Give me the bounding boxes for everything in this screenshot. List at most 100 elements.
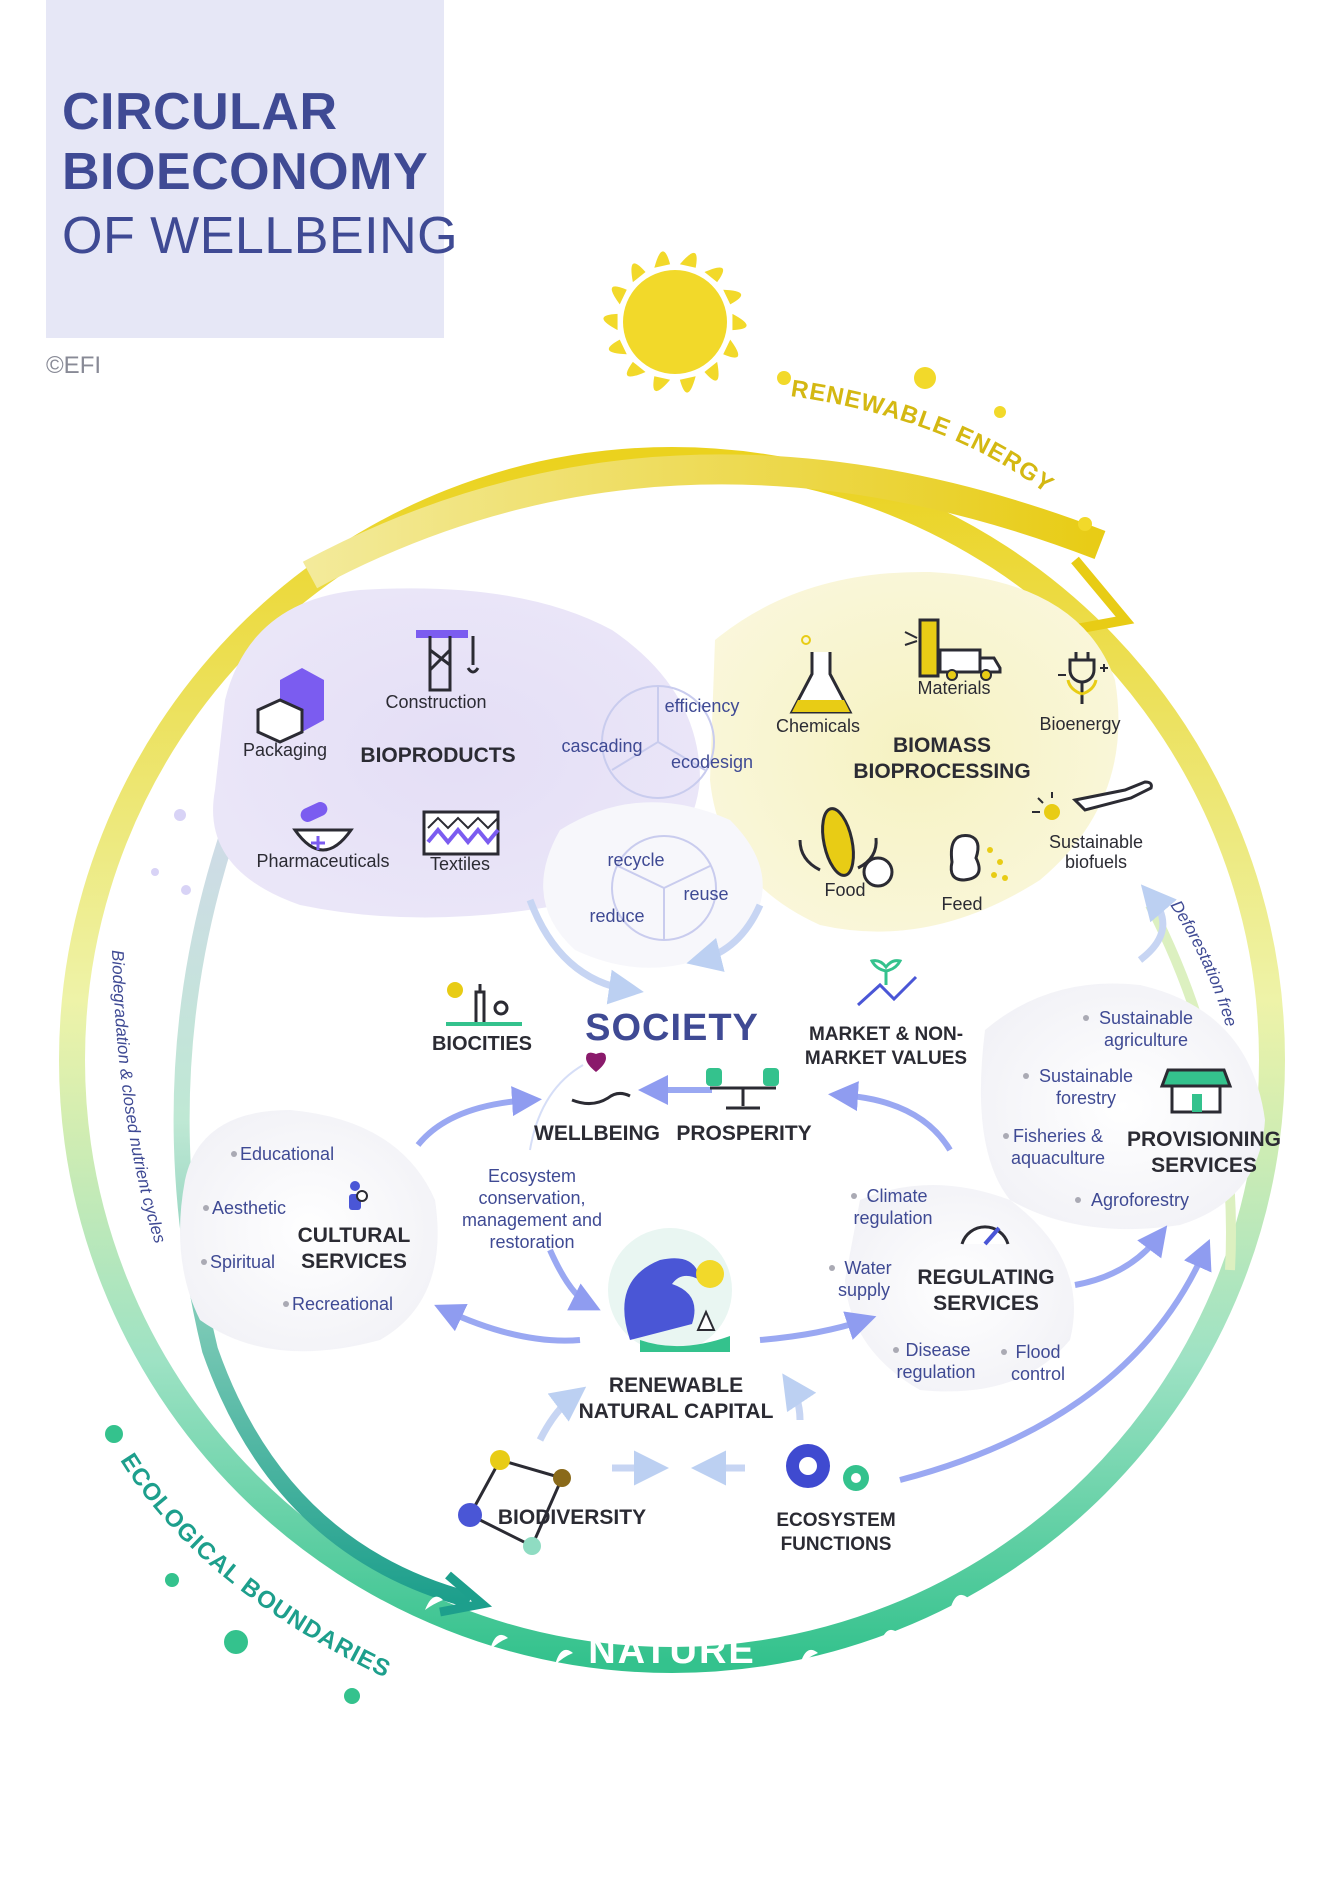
- regulating-items: Climate regulation Water supply Disease …: [838, 1186, 1065, 1384]
- reduce-label: reduce: [589, 906, 644, 926]
- market-values-label-2: MARKET VALUES: [805, 1048, 967, 1069]
- principles-bottom-circle: [611, 835, 717, 941]
- pharmaceuticals-label: Pharmaceuticals: [256, 851, 389, 871]
- provisioning-bullets: [1003, 1015, 1089, 1203]
- materials-label: Materials: [917, 678, 990, 698]
- provisioning-fisheries-2: aquaculture: [1011, 1148, 1105, 1168]
- bioenergy-label: Bioenergy: [1039, 714, 1120, 734]
- cultural-spiritual: Spiritual: [210, 1252, 275, 1272]
- cascading-label: cascading: [561, 736, 642, 756]
- regulating-water-2: supply: [838, 1280, 890, 1300]
- sun-ray: [679, 252, 697, 268]
- construction-label: Construction: [385, 692, 486, 712]
- title-line-1: CIRCULAR: [62, 83, 338, 141]
- bioproducts-labels: Construction Packaging Pharmaceuticals T…: [243, 692, 490, 874]
- biodiversity-label: BIODIVERSITY: [498, 1506, 646, 1529]
- biocities-label: BIOCITIES: [432, 1033, 532, 1055]
- sun-ray: [723, 289, 742, 305]
- cultural-title-2: SERVICES: [301, 1250, 407, 1273]
- cultural-items: Educational Aesthetic Spiritual Recreati…: [210, 1144, 393, 1314]
- feed-chicken-icon: [949, 834, 1008, 882]
- renewable-energy-arc: [302, 454, 1106, 589]
- reuse-label: reuse: [683, 884, 728, 904]
- regulating-title-1: REGULATING: [917, 1266, 1054, 1289]
- cultural-person-icon: [349, 1181, 368, 1210]
- ecosystem-functions-label-1: ECOSYSTEM: [776, 1510, 895, 1531]
- cultural-title-1: CULTURAL: [298, 1224, 411, 1247]
- sun-ray: [679, 376, 696, 393]
- textiles-label: Textiles: [430, 854, 490, 874]
- natural-capital-title-2: NATURAL CAPITAL: [579, 1400, 774, 1423]
- provisioning-area: [980, 983, 1265, 1230]
- packaging-label: Packaging: [243, 740, 327, 760]
- nature-leaves: [425, 1594, 968, 1665]
- title-line-2: BIOECONOMY: [62, 143, 429, 201]
- provisioning-forestry-1: Sustainable: [1039, 1066, 1133, 1086]
- wellbeing-label: WELLBEING: [534, 1122, 660, 1145]
- provisioning-title-1: PROVISIONING: [1127, 1128, 1281, 1151]
- biofuels-plane-icon: [1032, 780, 1153, 820]
- biodegradation-label: Biodegradation & closed nutrient cycles: [108, 950, 170, 1246]
- society-title: SOCIETY: [585, 1007, 759, 1049]
- cultural-recreational: Recreational: [292, 1294, 393, 1314]
- ecosystem-gears-icon: [786, 1444, 869, 1491]
- provisioning-agroforestry: Agroforestry: [1091, 1190, 1189, 1210]
- crane-icon: [416, 630, 480, 692]
- sun-ray: [631, 263, 646, 283]
- sustainable-biofuels-label-1: Sustainable: [1049, 832, 1143, 852]
- market-values-icon: [856, 959, 918, 1007]
- title-line-3: OF WELLBEING: [62, 207, 459, 265]
- market-values-label-1: MARKET & NON-: [809, 1024, 963, 1045]
- bioenergy-plug-icon: [1058, 652, 1108, 704]
- nutrient-arrowhead: [439, 1571, 493, 1617]
- copyright: ©EFI: [46, 352, 102, 379]
- diagram-title: CIRCULAR BIOECONOMY OF WELLBEING: [62, 86, 458, 262]
- provisioning-title-2: SERVICES: [1151, 1154, 1257, 1177]
- biomass-title-2: BIOPROCESSING: [853, 760, 1030, 783]
- provisioning-agriculture-2: agriculture: [1104, 1030, 1188, 1050]
- sun-ray: [654, 251, 671, 268]
- regulating-bullets: [829, 1193, 1007, 1355]
- regulating-disease-2: regulation: [896, 1362, 975, 1382]
- provisioning-shop-icon: [1159, 1068, 1233, 1114]
- biomass-title-1: BIOMASS: [893, 734, 991, 757]
- sun-ray: [608, 339, 627, 355]
- sun-icon: [603, 251, 1092, 531]
- regulating-flood-1: Flood: [1015, 1342, 1060, 1362]
- textiles-icon: [422, 810, 500, 856]
- society-connector: [529, 1064, 584, 1151]
- provisioning-fisheries-1: Fisheries &: [1013, 1126, 1103, 1146]
- sun-ray: [723, 339, 739, 358]
- packaging-icon: [256, 668, 324, 744]
- principles-top-circle: [601, 685, 715, 799]
- chemicals-label: Chemicals: [776, 716, 860, 736]
- regulating-disease-1: Disease: [905, 1340, 970, 1360]
- sun-ray: [626, 361, 646, 377]
- principles-labels: efficiency cascading ecodesign recycle r…: [561, 696, 753, 926]
- provisioning-agriculture-1: Sustainable: [1099, 1008, 1193, 1028]
- pharmaceuticals-icon: [292, 802, 354, 852]
- regulating-title-2: SERVICES: [933, 1292, 1039, 1315]
- ecology-dots: [105, 1425, 360, 1704]
- conservation-line-2: conservation,: [478, 1188, 585, 1208]
- provisioning-forestry-2: forestry: [1056, 1088, 1116, 1108]
- sun-ray: [611, 286, 627, 305]
- wellbeing-heart-icon: [571, 1052, 631, 1105]
- prosperity-scale-icon: [706, 1068, 779, 1110]
- sun-ray: [704, 267, 724, 283]
- biocities-icon: [446, 982, 522, 1026]
- ecosystem-functions-label-2: FUNCTIONS: [781, 1534, 892, 1555]
- sun-ray: [653, 376, 671, 392]
- regulating-climate-1: Climate: [866, 1186, 927, 1206]
- materials-icon: [904, 618, 1002, 681]
- biomass-labels: Materials Chemicals Bioenergy Sustainabl…: [776, 678, 1143, 914]
- sun-ray: [732, 313, 747, 331]
- flow-arrows-light: [526, 884, 1177, 1486]
- sun-ray: [704, 361, 719, 381]
- feed-label: Feed: [941, 894, 982, 914]
- natural-capital-wave-icon: [608, 1228, 732, 1352]
- biodiversity-network-icon: [458, 1450, 571, 1555]
- bioproducts-title: BIOPRODUCTS: [360, 744, 515, 767]
